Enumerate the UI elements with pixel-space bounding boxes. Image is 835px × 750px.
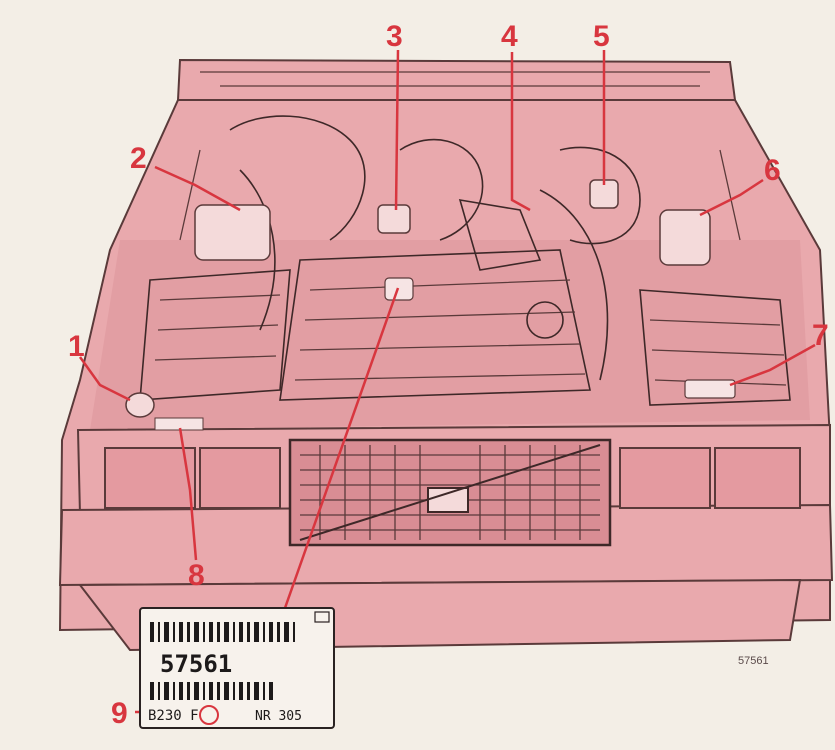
serial-number: NR 305	[255, 709, 302, 724]
left-headlight-outer	[105, 448, 195, 508]
engine-plate: 57561 B230 F NR 305	[140, 608, 334, 728]
callout-3: 3	[386, 20, 403, 53]
engine-code: B230 F	[148, 708, 199, 724]
plate-number: 57561	[160, 650, 232, 678]
callout-4: 4	[501, 20, 518, 53]
left-headlight-inner	[200, 448, 280, 508]
coolant-reservoir	[660, 210, 710, 265]
washer-reservoir	[195, 205, 270, 260]
right-headlight-outer	[715, 448, 800, 508]
callout-5: 5	[593, 20, 610, 53]
figure-code: 57561	[738, 655, 769, 667]
battery	[685, 380, 735, 398]
hood	[178, 60, 735, 100]
dipstick-handle	[385, 278, 413, 300]
oil-filler-cap	[378, 205, 410, 233]
right-headlight-inner	[620, 448, 710, 508]
callout-6: 6	[764, 154, 781, 187]
power-steering-reservoir	[126, 393, 154, 417]
barcode-bottom	[150, 682, 273, 700]
car-body	[60, 100, 832, 650]
callout-1: 1	[68, 330, 85, 363]
callout-2: 2	[130, 142, 147, 175]
callout-9: 9	[111, 697, 128, 730]
callout-8: 8	[188, 559, 205, 592]
callout-7: 7	[812, 319, 829, 352]
grille-badge	[428, 488, 468, 512]
